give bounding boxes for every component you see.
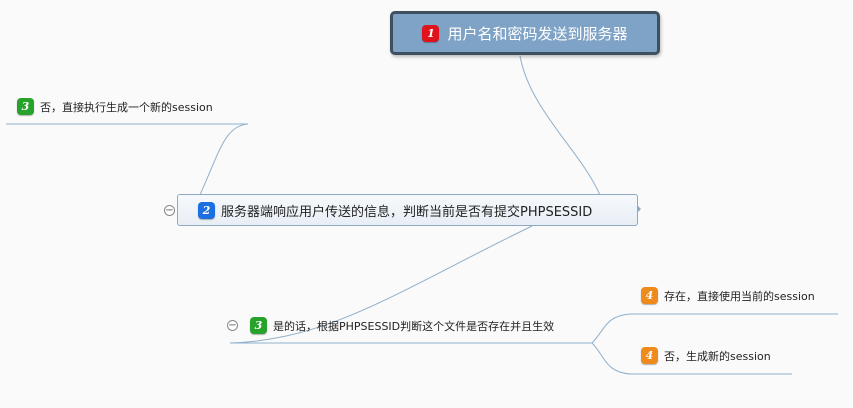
subtopic-exists-label: 存在，直接使用当前的session (664, 289, 815, 303)
triangle-right-icon[interactable] (637, 205, 641, 213)
subtopic-yes-label: 是的话，根据PHPSESSID判断这个文件是否存在并且生效 (273, 319, 555, 333)
priority-3-icon: 3 (250, 317, 267, 334)
subtopic-no-label: 否，直接执行生成一个新的session (40, 100, 213, 114)
main-topic[interactable]: 2 服务器端响应用户传送的信息，判断当前是否有提交PHPSESSID (177, 194, 638, 226)
root-topic[interactable]: 1 用户名和密码发送到服务器 (390, 11, 660, 55)
minus-circle-icon[interactable]: − (227, 320, 238, 331)
root-topic-label: 用户名和密码发送到服务器 (447, 24, 628, 43)
subtopic-not-exists[interactable]: 4 否，生成新的session (641, 347, 771, 364)
subtopic-not-exists-label: 否，生成新的session (664, 349, 771, 363)
connector-main-no (199, 123, 249, 196)
connector-root-main (519, 55, 601, 196)
subtopic-no[interactable]: 3 否，直接执行生成一个新的session (17, 98, 213, 115)
priority-1-icon: 1 (422, 24, 440, 42)
connector-yes-exists (591, 313, 631, 344)
minus-circle-icon[interactable]: − (164, 205, 175, 216)
connector-main-yes (229, 225, 533, 344)
subtopic-exists[interactable]: 4 存在，直接使用当前的session (641, 287, 815, 304)
priority-4-icon: 4 (641, 287, 658, 304)
priority-3-icon: 3 (17, 98, 34, 115)
main-topic-label: 服务器端响应用户传送的信息，判断当前是否有提交PHPSESSID (221, 204, 593, 220)
connector-yes-notexists (591, 342, 631, 375)
priority-4-icon: 4 (641, 347, 658, 364)
subtopic-yes[interactable]: 3 是的话，根据PHPSESSID判断这个文件是否存在并且生效 (250, 317, 554, 334)
priority-2-icon: 2 (198, 201, 215, 219)
